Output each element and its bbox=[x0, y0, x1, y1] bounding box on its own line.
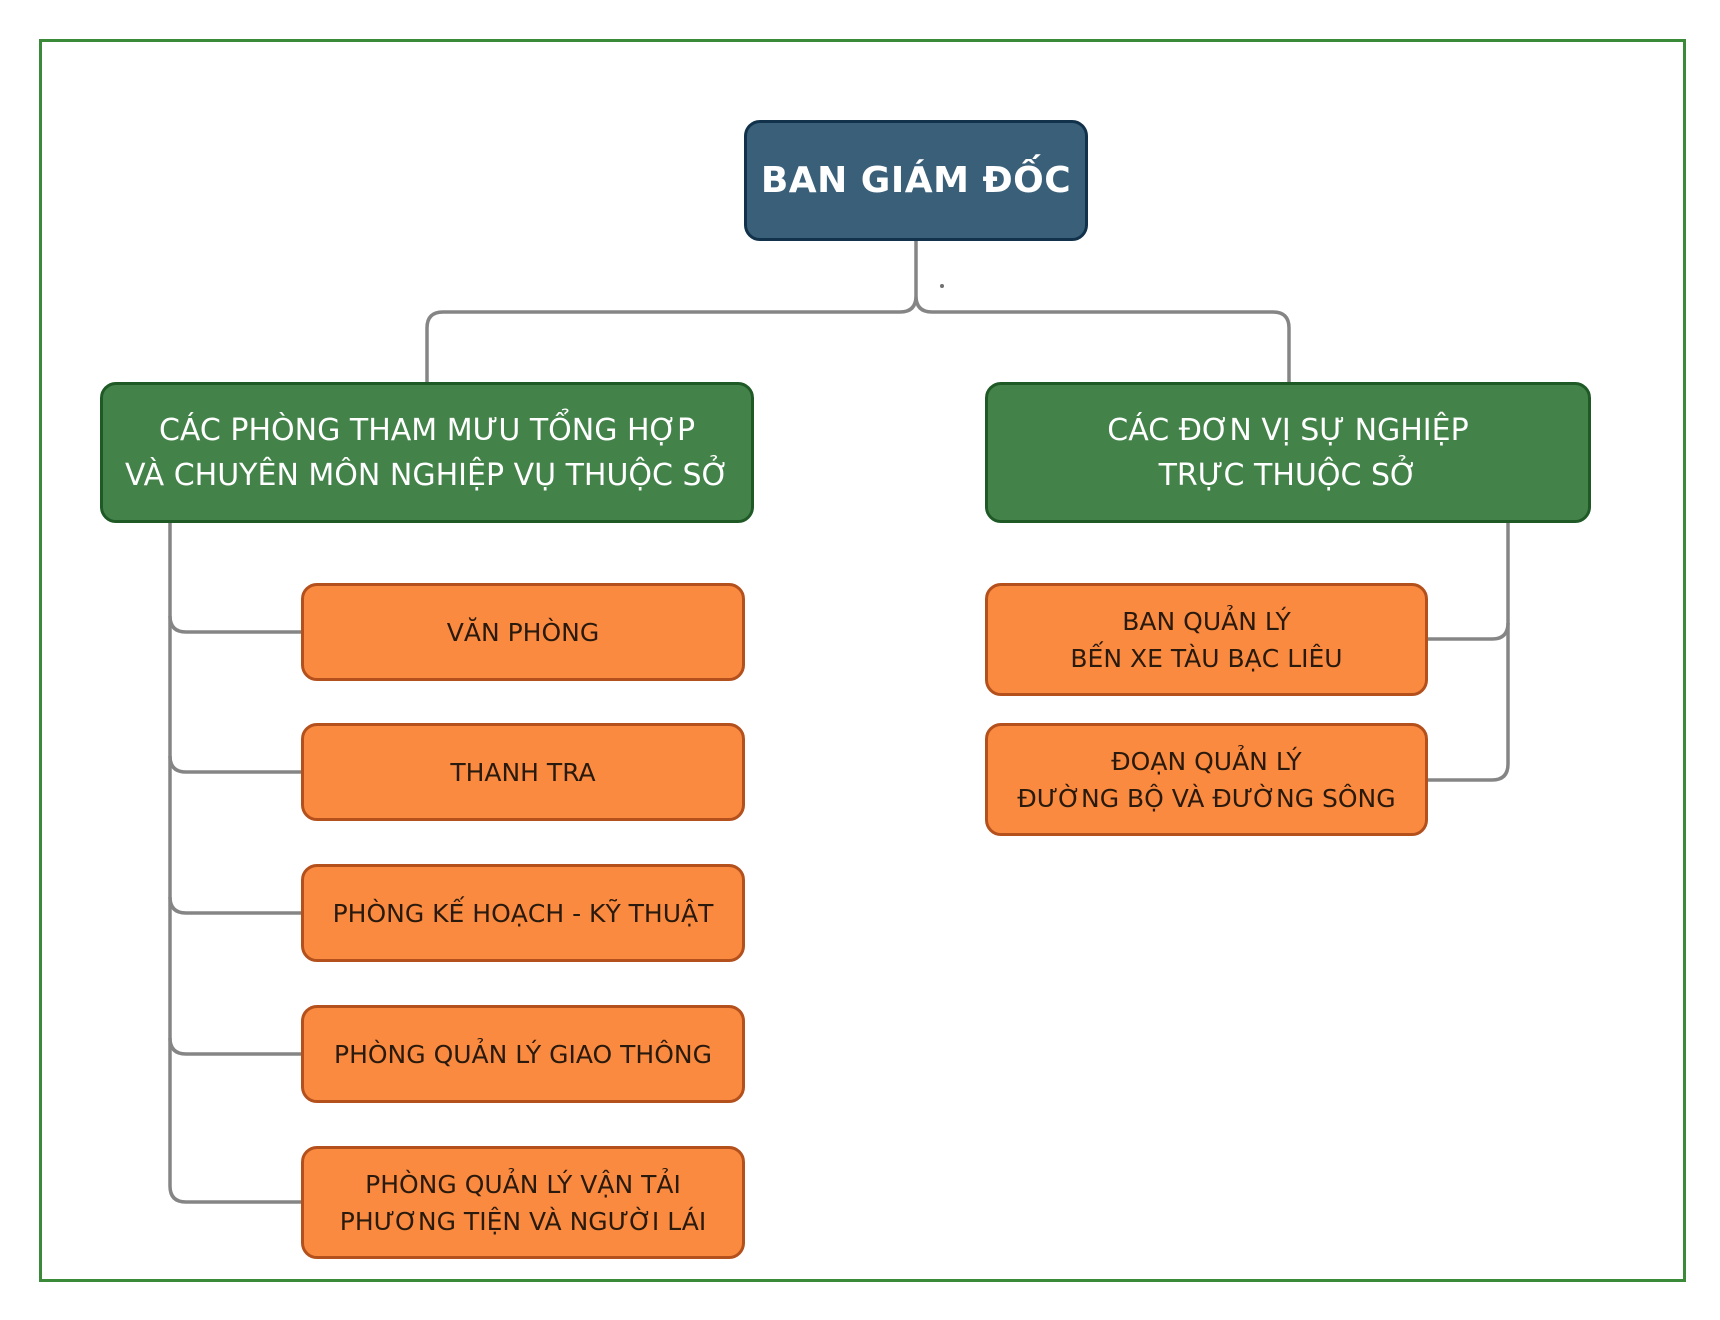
stray-dot bbox=[940, 284, 944, 288]
connector-left-branch bbox=[168, 1037, 301, 1056]
leaf-node-phong-quan-ly-van-tai: PHÒNG QUẢN LÝ VẬN TẢI PHƯƠNG TIỆN VÀ NGƯ… bbox=[301, 1146, 745, 1259]
connector-left-spine bbox=[168, 523, 301, 1204]
leaf-node-label-line: PHÒNG QUẢN LÝ VẬN TẢI bbox=[365, 1169, 681, 1199]
leaf-node-label-line: PHÒNG QUẢN LÝ GIAO THÔNG bbox=[334, 1039, 712, 1069]
group-node-label-line: VÀ CHUYÊN MÔN NGHIỆP VỤ THUỘC SỞ bbox=[125, 457, 729, 493]
leaf-node-label-line: ĐOẠN QUẢN LÝ bbox=[1111, 746, 1302, 776]
connector-left-branch bbox=[168, 615, 301, 634]
leaf-node-label-line: THANH TRA bbox=[450, 757, 596, 787]
leaf-node-label-line: BAN QUẢN LÝ bbox=[1122, 606, 1291, 636]
group-node-label-line: TRỰC THUỘC SỞ bbox=[1158, 457, 1418, 493]
leaf-node-phong-quan-ly-giao-thong: PHÒNG QUẢN LÝ GIAO THÔNG bbox=[301, 1005, 745, 1103]
leaf-node-ban-quan-ly-ben-xe: BAN QUẢN LÝ BẾN XE TÀU BẠC LIÊU bbox=[985, 583, 1428, 696]
connector-left-branch bbox=[168, 755, 301, 774]
leaf-node-label-line: PHƯƠNG TIỆN VÀ NGƯỜI LÁI bbox=[339, 1206, 707, 1236]
leaf-node-doan-quan-ly-duong: ĐOẠN QUẢN LÝ ĐƯỜNG BỘ VÀ ĐƯỜNG SÔNG bbox=[985, 723, 1428, 836]
connector-right-spine bbox=[1428, 523, 1510, 782]
leaf-node-van-phong: VĂN PHÒNG bbox=[301, 583, 745, 681]
group-node-label-line: CÁC PHÒNG THAM MƯU TỔNG HỢP bbox=[158, 412, 696, 448]
leaf-node-label-line: PHÒNG KẾ HOẠCH - KỸ THUẬT bbox=[332, 898, 714, 928]
diagram-frame bbox=[39, 39, 1686, 1282]
connector-left-branch bbox=[168, 896, 301, 915]
root-node-label: BAN GIÁM ĐỐC bbox=[760, 160, 1072, 201]
group-node-don-vi-su-nghiep: CÁC ĐƠN VỊ SỰ NGHIỆP TRỰC THUỘC SỞ bbox=[985, 382, 1591, 523]
connector-root-to-groups bbox=[425, 240, 1291, 385]
leaf-node-label-line: VĂN PHÒNG bbox=[446, 617, 600, 647]
leaf-node-thanh-tra: THANH TRA bbox=[301, 723, 745, 821]
group-node-label-line: CÁC ĐƠN VỊ SỰ NGHIỆP bbox=[1107, 412, 1469, 448]
root-node-ban-giam-doc: BAN GIÁM ĐỐC bbox=[744, 120, 1088, 241]
connector-right-branch bbox=[1428, 622, 1510, 641]
group-node-phong-tham-muu: CÁC PHÒNG THAM MƯU TỔNG HỢP VÀ CHUYÊN MÔ… bbox=[100, 382, 754, 523]
leaf-node-label-line: ĐƯỜNG BỘ VÀ ĐƯỜNG SÔNG bbox=[1017, 783, 1396, 813]
leaf-node-phong-ke-hoach-ky-thuat: PHÒNG KẾ HOẠCH - KỸ THUẬT bbox=[301, 864, 745, 962]
leaf-node-label-line: BẾN XE TÀU BẠC LIÊU bbox=[1070, 643, 1343, 673]
